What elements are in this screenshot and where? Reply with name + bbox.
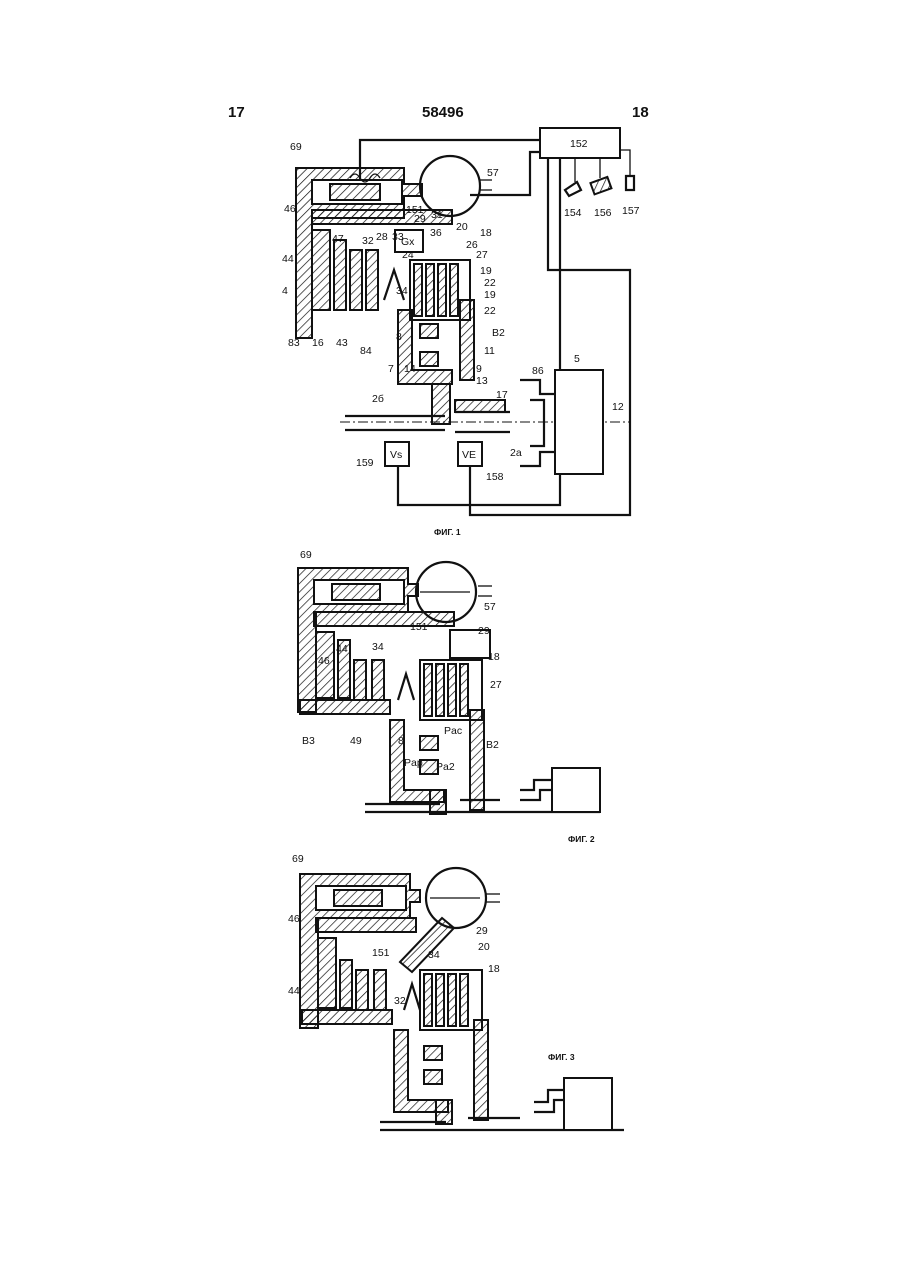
reference-label: 20 — [456, 221, 468, 233]
reference-label: 156 — [594, 207, 612, 219]
reference-label: B2 — [486, 739, 499, 751]
reference-label: 86 — [532, 365, 544, 377]
reference-label: 49 — [350, 735, 362, 747]
box-ve-label: VE — [462, 449, 476, 461]
reference-label: 29 — [478, 625, 490, 637]
reference-label: 46 — [288, 913, 300, 925]
box-152-label: 152 — [570, 138, 588, 150]
reference-label: 24 — [402, 249, 414, 261]
reference-label: 20 — [478, 941, 490, 953]
reference-label: 69 — [300, 549, 312, 561]
fig3-caption: ФИГ. 3 — [548, 1052, 575, 1062]
fig2-caption: ФИГ. 2 — [568, 834, 595, 844]
reference-label: 43 — [336, 337, 348, 349]
reference-label: 44 — [336, 643, 348, 655]
reference-label: 22 — [484, 305, 496, 317]
reference-label: 4 — [282, 285, 288, 297]
reference-label: 19 — [480, 265, 492, 277]
reference-label: Pa2 — [436, 761, 455, 773]
reference-label: 46 — [318, 655, 330, 667]
reference-label: 32 — [394, 995, 406, 1007]
reference-label: 9 — [476, 363, 482, 375]
reference-label: 29 — [476, 925, 488, 937]
figure-2: 69 57 151 29 34 18 46 44 27 8 B2 B3 49 P… — [298, 549, 600, 844]
reference-label: 36 — [430, 227, 442, 239]
reference-label: 151 — [372, 947, 390, 959]
reference-label: 22 — [484, 277, 496, 289]
reference-label: 31 — [431, 209, 443, 221]
reference-label: 157 — [622, 205, 640, 217]
reference-label: 2а — [510, 447, 522, 459]
reference-label: 158 — [486, 471, 504, 483]
reference-label: 34 — [396, 285, 408, 297]
switch-157-icon — [626, 176, 634, 190]
reference-label: 28 — [376, 231, 388, 243]
reference-label: 151 — [410, 621, 428, 633]
reference-label: 13 — [476, 375, 488, 387]
reference-label: 8 — [396, 331, 402, 343]
reference-label: 57 — [484, 601, 496, 613]
reference-label: 29 — [414, 213, 426, 225]
fig1-caption: ФИГ. 1 — [434, 527, 461, 537]
reference-label: 5 — [574, 353, 580, 365]
figure-3: 69 29 151 46 34 20 18 44 32 ФИГ. 3 — [288, 853, 624, 1130]
reference-label: 154 — [564, 207, 582, 219]
pedal-154-icon — [565, 182, 581, 196]
reference-label: 27 — [490, 679, 502, 691]
reference-label: Pac — [444, 725, 462, 737]
reference-label: B3 — [302, 735, 315, 747]
reference-label: 2б — [372, 393, 384, 405]
reference-label: 57 — [487, 167, 499, 179]
reference-label: 69 — [290, 141, 302, 153]
reference-label: 27 — [476, 249, 488, 261]
reference-label: 34 — [372, 641, 384, 653]
shaft-2a — [455, 400, 505, 412]
reference-label: 11 — [484, 345, 495, 357]
reference-label: 18 — [488, 651, 500, 663]
reference-label: B2 — [492, 327, 505, 339]
reference-label: 83 — [288, 337, 300, 349]
reference-label: 12 — [612, 401, 624, 413]
reference-label: 14 — [404, 363, 416, 375]
figure-1: 152 Gx — [282, 128, 640, 537]
pedal-156-icon — [590, 177, 611, 194]
reference-label: Pap — [404, 757, 423, 769]
reference-label: 32 — [362, 235, 374, 247]
reference-label: 84 — [360, 345, 372, 357]
reference-label: 17 — [496, 389, 508, 401]
reference-label: 44 — [288, 985, 300, 997]
reference-label: 47 — [332, 233, 344, 245]
reference-label: 18 — [488, 963, 500, 975]
engine-5 — [555, 370, 603, 474]
reference-label: 33 — [392, 231, 404, 243]
reference-label: 19 — [484, 289, 496, 301]
reference-label: 34 — [428, 949, 440, 961]
reference-label: 16 — [312, 337, 324, 349]
box-vs-label: Vs — [390, 449, 402, 461]
reference-label: 44 — [282, 253, 294, 265]
reference-label: 159 — [356, 457, 374, 469]
part-46 — [312, 230, 330, 310]
part-B2 — [460, 300, 474, 380]
motor-57-icon — [420, 156, 480, 216]
reference-label: 46 — [284, 203, 296, 215]
reference-label: 8 — [398, 735, 404, 747]
reference-label: 18 — [480, 227, 492, 239]
reference-label: 7 — [388, 363, 394, 375]
reference-label: 69 — [292, 853, 304, 865]
